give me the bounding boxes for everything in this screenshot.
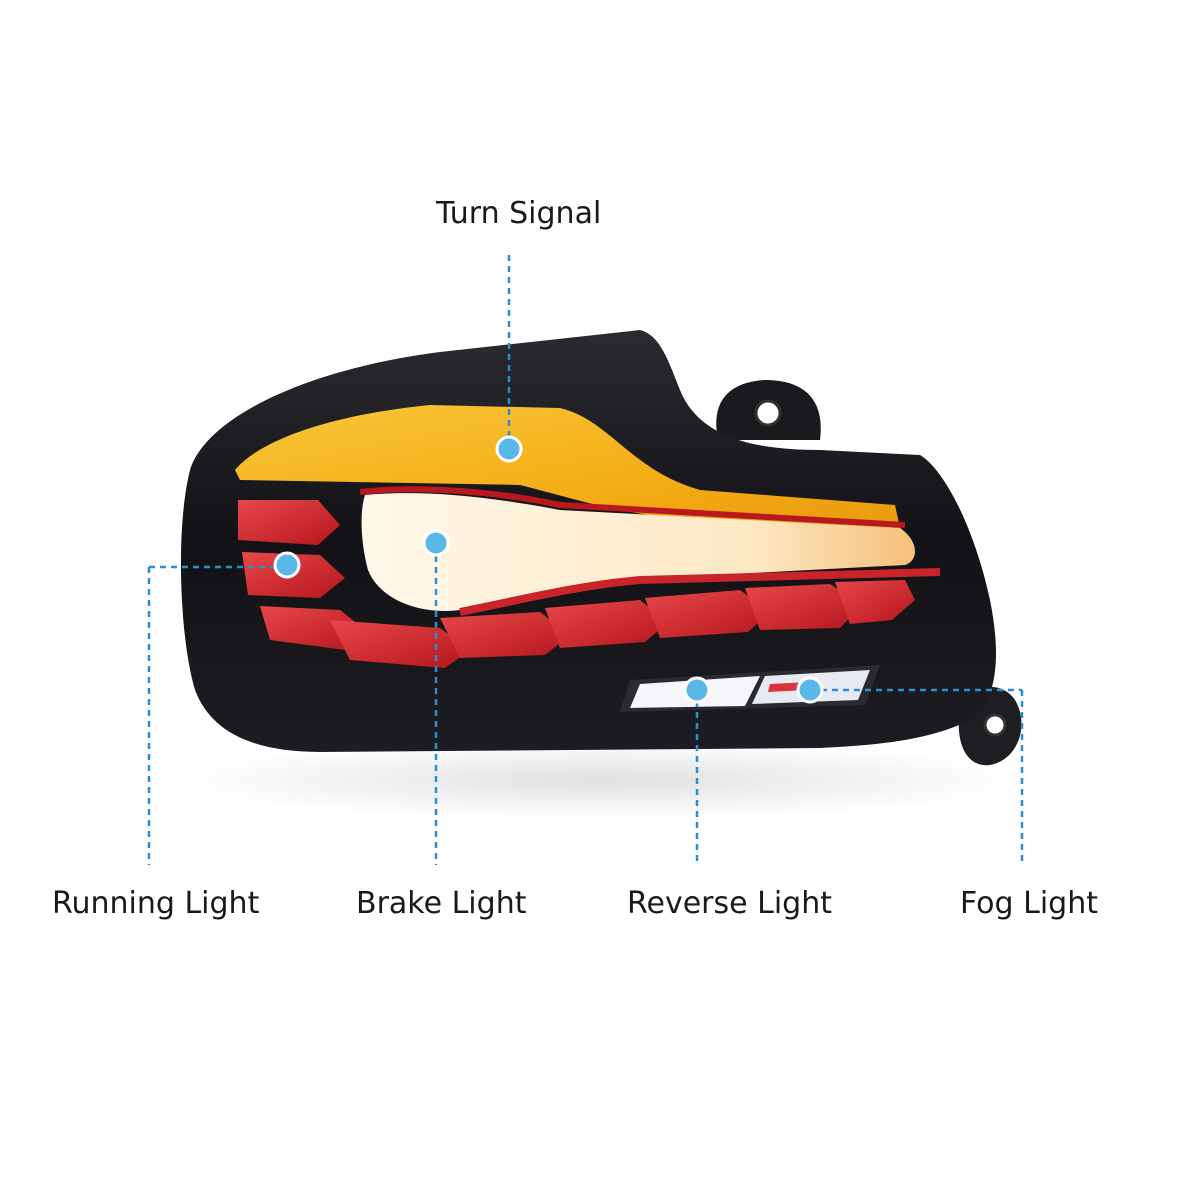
brake-outline-bottom <box>459 568 941 616</box>
running-segment <box>835 580 915 624</box>
running-segment <box>645 590 770 638</box>
circle-dot-icon <box>796 676 824 704</box>
label-brake-light: Brake Light <box>356 886 527 921</box>
circle-dot-icon <box>683 676 711 704</box>
brake-outline-top <box>359 486 906 528</box>
label-fog-light: Fog Light <box>960 886 1098 921</box>
brake-light-led <box>361 493 916 611</box>
running-segment <box>238 500 340 545</box>
label-reverse-light: Reverse Light <box>627 886 832 921</box>
running-light-led <box>238 500 915 668</box>
circle-dot-icon <box>422 529 450 557</box>
callout-lines <box>147 255 1024 865</box>
label-running-light: Running Light <box>52 886 260 921</box>
circle-dot-icon <box>495 435 523 463</box>
callout-dots <box>273 435 824 704</box>
running-segment <box>545 600 668 648</box>
turn-signal-led <box>235 405 900 528</box>
mount-hole-top <box>754 399 782 427</box>
label-turn-signal: Turn Signal <box>436 196 602 231</box>
running-segment <box>745 584 862 630</box>
running-segment <box>440 612 570 658</box>
circle-dot-icon <box>273 551 301 579</box>
floor-shadow <box>170 740 1030 820</box>
mount-hole-bottom <box>983 713 1007 737</box>
